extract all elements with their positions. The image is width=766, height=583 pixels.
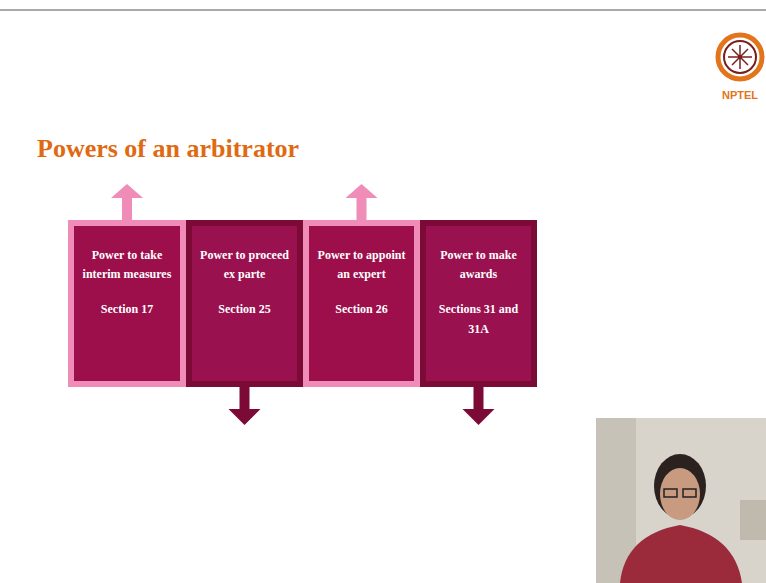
logo [718, 35, 762, 79]
presenter-body [620, 525, 742, 583]
presenter-video [596, 418, 766, 583]
logo-star [728, 45, 752, 69]
slide-title: Powers of an arbitrator [37, 134, 299, 164]
section-ref: Section 25 [195, 300, 294, 319]
power-box-inner: Power to make awardsSections 31 and 31A [426, 226, 531, 381]
section-ref: Section 26 [312, 300, 411, 319]
down-arrow [229, 387, 261, 425]
power-box: Power to appoint an expertSection 26 [303, 220, 420, 387]
top-rule [0, 10, 766, 11]
power-name: Power to make awards [429, 246, 528, 284]
power-box: Power to proceed ex parteSection 25 [186, 220, 303, 387]
logo-text: NPTEL [716, 89, 764, 101]
power-box-inner: Power to take interim measuresSection 17 [74, 226, 180, 381]
power-box-inner: Power to proceed ex parteSection 25 [192, 226, 297, 381]
presenter-face [660, 468, 700, 520]
power-name: Power to take interim measures [77, 246, 177, 284]
down-arrow [463, 387, 495, 425]
power-name: Power to proceed ex parte [195, 246, 294, 284]
power-box: Power to make awardsSections 31 and 31A [420, 220, 537, 387]
presenter-glasses [683, 489, 696, 497]
presenter-glasses [664, 489, 677, 497]
video-frame [596, 418, 766, 583]
video-door [740, 500, 766, 540]
logo-ring [718, 35, 762, 79]
power-name: Power to appoint an expert [312, 246, 411, 284]
logo-inner [724, 41, 756, 73]
up-arrow [111, 184, 143, 220]
section-ref: Sections 31 and 31A [429, 300, 528, 338]
section-ref: Section 17 [77, 300, 177, 319]
up-arrow [346, 184, 378, 220]
power-box-inner: Power to appoint an expertSection 26 [309, 226, 414, 381]
power-box: Power to take interim measuresSection 17 [68, 220, 186, 387]
